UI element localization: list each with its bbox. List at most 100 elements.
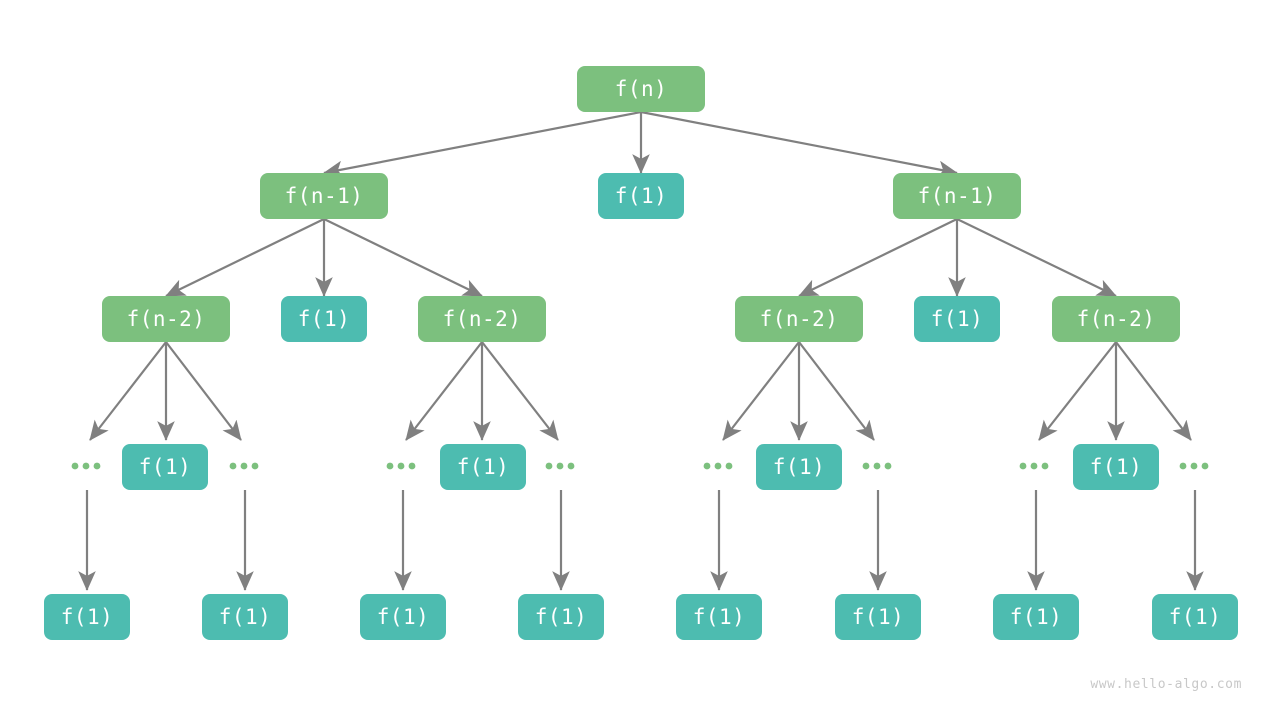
node-box: [1152, 594, 1238, 640]
tree-node-n14[interactable]: f(1): [44, 594, 130, 640]
node-box: [260, 173, 388, 219]
tree-node-n16[interactable]: f(1): [360, 594, 446, 640]
ellipsis-dot-3: [93, 462, 101, 470]
ellipsis-dot-2: [397, 462, 405, 470]
node-label: f(n-1): [918, 184, 997, 208]
tree-node-n11[interactable]: f(1): [440, 444, 526, 490]
node-label: f(n-1): [285, 184, 364, 208]
ellipsis-dot-2: [556, 462, 564, 470]
ellipsis-dot-2: [873, 462, 881, 470]
tree-node-n6[interactable]: f(n-2): [418, 296, 546, 342]
node-box: [202, 594, 288, 640]
tree-edge-n4-to-e0: [89, 341, 167, 441]
node-label: f(n-2): [127, 307, 206, 331]
tree-edge-n1-to-n6: [323, 218, 483, 297]
tree-node-n7[interactable]: f(n-2): [735, 296, 863, 342]
ellipsis-e4: [703, 462, 733, 470]
node-box: [676, 594, 762, 640]
tree-edge-n9-to-e7: [1115, 341, 1192, 441]
node-box: [360, 594, 446, 640]
ellipsis-dot-3: [725, 462, 733, 470]
ellipsis-dot-1: [1019, 462, 1027, 470]
ellipsis-dot-1: [386, 462, 394, 470]
ellipsis-dot-3: [567, 462, 575, 470]
tree-node-n3[interactable]: f(n-1): [893, 173, 1021, 219]
node-box: [598, 173, 684, 219]
tree-node-n15[interactable]: f(1): [202, 594, 288, 640]
ellipsis-dot-3: [408, 462, 416, 470]
tree-edge-n3-to-n7: [798, 218, 958, 297]
watermark-label: www.hello-algo.com: [1090, 677, 1242, 692]
tree-node-n0[interactable]: f(n): [577, 66, 705, 112]
node-box: [1073, 444, 1159, 490]
nodes-layer: f(n) f(n-1) f(1) f(n-1) f(n-2) f(1) f(n-2) f(n-…: [44, 66, 1238, 640]
node-label: f(1): [377, 605, 430, 629]
node-label: f(1): [1169, 605, 1222, 629]
tree-edge-n1-to-n4: [165, 218, 325, 297]
node-box: [418, 296, 546, 342]
edges-layer: [78, 110, 1204, 591]
node-label: f(n-2): [443, 307, 522, 331]
ellipsis-dot-2: [82, 462, 90, 470]
node-label: f(n-2): [1077, 307, 1156, 331]
tree-edge-n7-to-e5: [798, 341, 875, 441]
tree-node-n18[interactable]: f(1): [676, 594, 762, 640]
ellipsis-dot-1: [229, 462, 237, 470]
node-label: f(1): [219, 605, 272, 629]
ellipsis-e2: [386, 462, 416, 470]
node-box: [577, 66, 705, 112]
node-box: [122, 444, 208, 490]
node-box: [1052, 296, 1180, 342]
tree-node-n19[interactable]: f(1): [835, 594, 921, 640]
ellipsis-dot-1: [1179, 462, 1187, 470]
tree-node-n21[interactable]: f(1): [1152, 594, 1238, 640]
tree-node-n10[interactable]: f(1): [122, 444, 208, 490]
node-label: f(1): [535, 605, 588, 629]
node-box: [440, 444, 526, 490]
tree-node-n1[interactable]: f(n-1): [260, 173, 388, 219]
ellipsis-dot-1: [703, 462, 711, 470]
tree-node-n13[interactable]: f(1): [1073, 444, 1159, 490]
node-label: f(1): [773, 455, 826, 479]
node-box: [756, 444, 842, 490]
ellipsis-dot-3: [1041, 462, 1049, 470]
ellipsis-dot-3: [251, 462, 259, 470]
ellipsis-e3: [545, 462, 575, 470]
node-box: [518, 594, 604, 640]
tree-edge-n3-to-n9: [956, 218, 1117, 297]
tree-node-n5[interactable]: f(1): [281, 296, 367, 342]
tree-edge-n7-to-e4: [722, 341, 800, 441]
ellipsis-dot-3: [884, 462, 892, 470]
ellipsis-dot-1: [71, 462, 79, 470]
tree-node-n4[interactable]: f(n-2): [102, 296, 230, 342]
ellipsis-dot-1: [545, 462, 553, 470]
node-box: [735, 296, 863, 342]
tree-node-n9[interactable]: f(n-2): [1052, 296, 1180, 342]
node-label: f(1): [139, 455, 192, 479]
tree-node-n17[interactable]: f(1): [518, 594, 604, 640]
tree-node-n12[interactable]: f(1): [756, 444, 842, 490]
tree-node-n2[interactable]: f(1): [598, 173, 684, 219]
ellipsis-dot-1: [862, 462, 870, 470]
node-label: f(1): [1090, 455, 1143, 479]
ellipsis-e6: [1019, 462, 1049, 470]
tree-node-n20[interactable]: f(1): [993, 594, 1079, 640]
node-box: [914, 296, 1000, 342]
ellipsis-e7: [1179, 462, 1209, 470]
node-label: f(n): [615, 77, 668, 101]
node-label: f(1): [615, 184, 668, 208]
node-box: [281, 296, 367, 342]
ellipsis-dot-2: [1190, 462, 1198, 470]
node-box: [893, 173, 1021, 219]
ellipsis-dot-2: [240, 462, 248, 470]
node-label: f(1): [1010, 605, 1063, 629]
ellipsis-e5: [862, 462, 892, 470]
node-label: f(n-2): [760, 307, 839, 331]
node-label: f(1): [693, 605, 746, 629]
tree-node-n8[interactable]: f(1): [914, 296, 1000, 342]
node-label: f(1): [931, 307, 984, 331]
node-label: f(1): [852, 605, 905, 629]
node-box: [993, 594, 1079, 640]
